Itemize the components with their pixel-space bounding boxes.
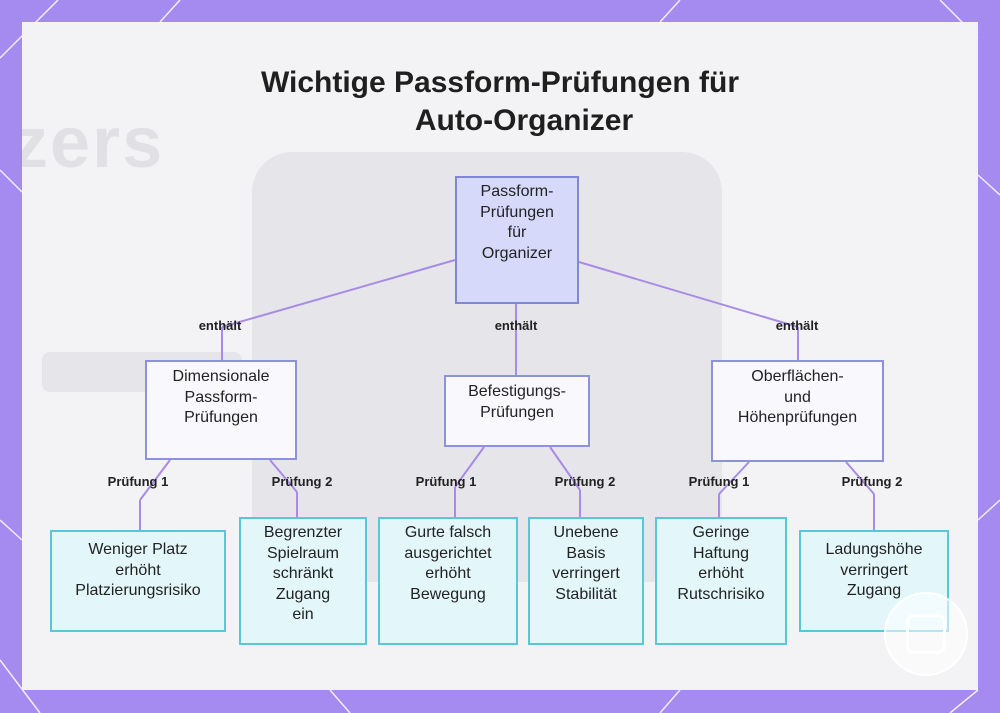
leaf-node-less-space: Weniger Platz erhöht Platzierungsrisiko xyxy=(50,530,226,632)
connector-lines xyxy=(139,259,875,530)
title-line-1: Wichtige Passform-Prüfungen für xyxy=(260,66,740,99)
leaf-node-straps-misaligned: Gurte falsch ausgerichtet erhöht Bewegun… xyxy=(378,517,518,645)
edge-label-check1-b: Prüfung 1 xyxy=(415,474,477,489)
diagram-title: Wichtige Passform-Prüfungen für Auto-Org… xyxy=(22,64,978,140)
edge-label-check1-c: Prüfung 1 xyxy=(688,474,750,489)
edge-label-contains-3: enthält xyxy=(775,318,819,333)
edge-label-contains-2: enthält xyxy=(494,318,538,333)
grid-badge-icon xyxy=(884,592,968,676)
root-node: Passform- Prüfungen für Organizer xyxy=(455,176,579,304)
edge-label-check2-b: Prüfung 2 xyxy=(554,474,616,489)
connector-cat3-leaf2 xyxy=(845,461,875,495)
edge-label-check2-a: Prüfung 2 xyxy=(271,474,333,489)
connector-cat3-leaf1 xyxy=(718,461,750,495)
grid-badge-inner-icon xyxy=(906,614,946,654)
leaf-node-uneven-base: Unebene Basis verringert Stabilität xyxy=(528,517,644,645)
edge-label-check2-c: Prüfung 2 xyxy=(841,474,903,489)
title-line-2: Auto-Organizer xyxy=(414,104,634,137)
connector-cat2-leaf2 xyxy=(549,446,581,491)
leaf-node-limited-clearance: Begrenzter Spielraum schränkt Zugang ein xyxy=(239,517,367,645)
category-node-fastening: Befestigungs- Prüfungen xyxy=(444,375,590,447)
connector-root-cat3 xyxy=(578,261,799,328)
category-node-surface-height: Oberflächen- und Höhenprüfungen xyxy=(711,360,884,462)
leaf-node-low-grip: Geringe Haftung erhöht Rutschrisiko xyxy=(655,517,787,645)
background-text: zers xyxy=(22,103,165,183)
connector-cat2-leaf1 xyxy=(454,446,485,488)
edge-label-check1-a: Prüfung 1 xyxy=(107,474,169,489)
diagram-canvas: zers Wichtige Passform-Prüfungen für Aut… xyxy=(22,22,978,690)
edge-label-contains-1: enthält xyxy=(198,318,242,333)
connector-cat1-leaf1 xyxy=(139,459,171,501)
connector-cat1-leaf2 xyxy=(269,459,298,493)
connector-root-cat1 xyxy=(221,259,456,328)
category-node-dimensional: Dimensionale Passform- Prüfungen xyxy=(145,360,297,460)
